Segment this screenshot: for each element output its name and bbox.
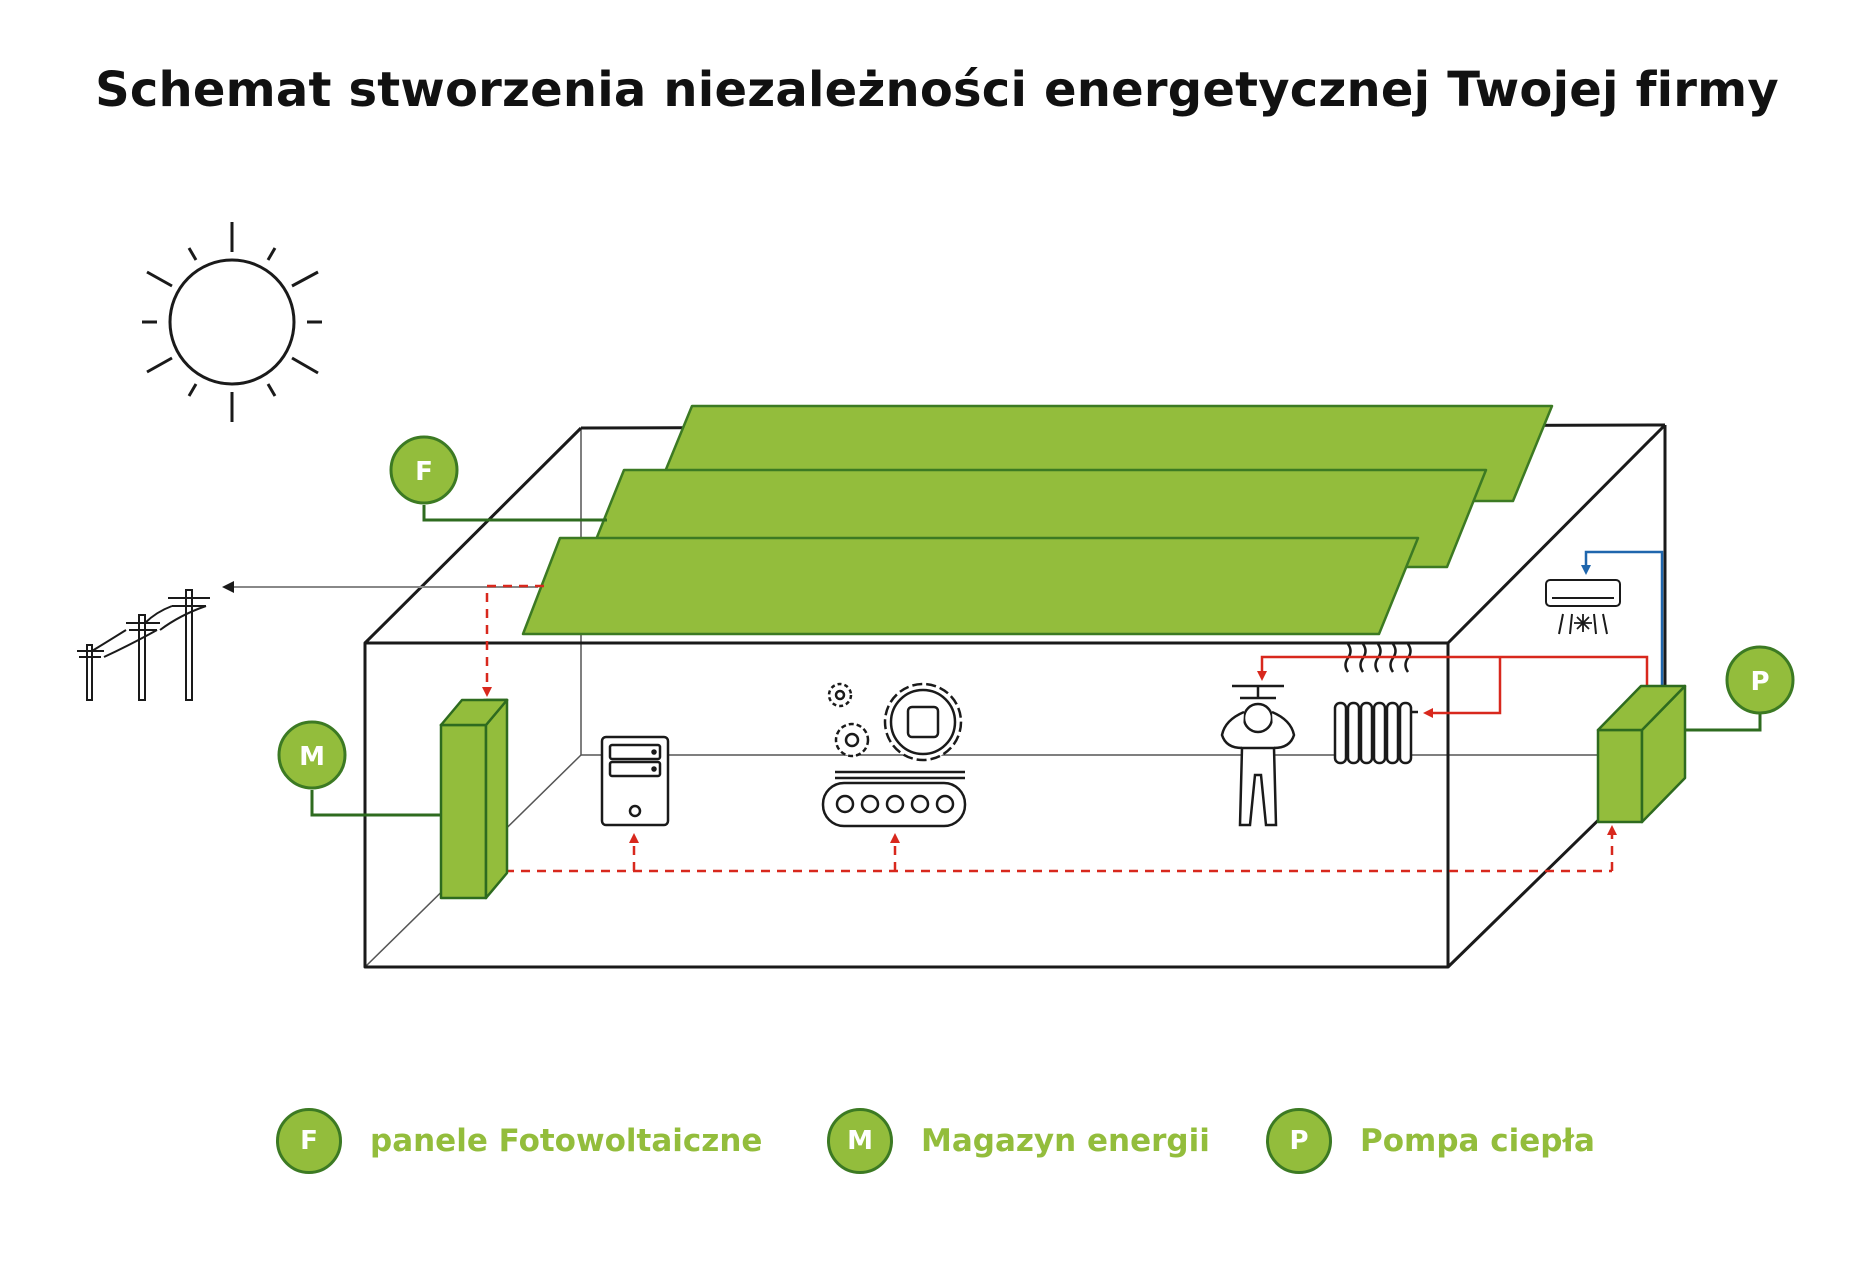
legend-label-photovoltaic: panele Fotowoltaiczne: [370, 1123, 763, 1159]
energy-flow-lines: [482, 584, 1617, 873]
legend-storage: M Magazyn energii: [827, 1108, 1210, 1174]
solar-panel: [521, 536, 1420, 636]
heat-pump-badge: [1725, 645, 1795, 715]
legend-badge-m: M: [827, 1108, 893, 1174]
storage-badge: [277, 720, 347, 790]
power-grid-icon: [77, 589, 210, 701]
storage-letter: M: [299, 742, 325, 772]
legend-badge-p: P: [1266, 1108, 1332, 1174]
heat-pump-connector: P: [1685, 645, 1795, 732]
sun-icon: [142, 222, 322, 422]
legend-badge-f: F: [276, 1108, 342, 1174]
radiator-icon: [1333, 643, 1418, 765]
heat-pump-block: [1596, 684, 1687, 824]
shower-icon: [1220, 684, 1296, 827]
energy-storage-block: [439, 698, 509, 900]
photovoltaic-connector: F: [389, 435, 607, 522]
solar-panels: [521, 404, 1554, 636]
cooling-flow-line: [1581, 550, 1664, 690]
page-title: Schemat stworzenia niezależności energet…: [95, 62, 1779, 118]
legend-label-storage: Magazyn energii: [921, 1123, 1210, 1159]
heat-pump-letter: P: [1750, 667, 1769, 697]
air-conditioner-icon: [1545, 579, 1621, 635]
heat-flow-lines: [1257, 655, 1649, 718]
photovoltaic-letter: F: [415, 457, 433, 487]
storage-connector: M: [277, 720, 441, 817]
photovoltaic-badge: [389, 435, 459, 505]
legend-label-heat-pump: Pompa ciepła: [1360, 1123, 1595, 1159]
legend-photovoltaic: F panele Fotowoltaiczne: [276, 1108, 762, 1174]
server-icon: [600, 735, 670, 827]
production-line-icon: [821, 682, 967, 828]
legend-heat-pump: P Pompa ciepła: [1266, 1108, 1595, 1174]
